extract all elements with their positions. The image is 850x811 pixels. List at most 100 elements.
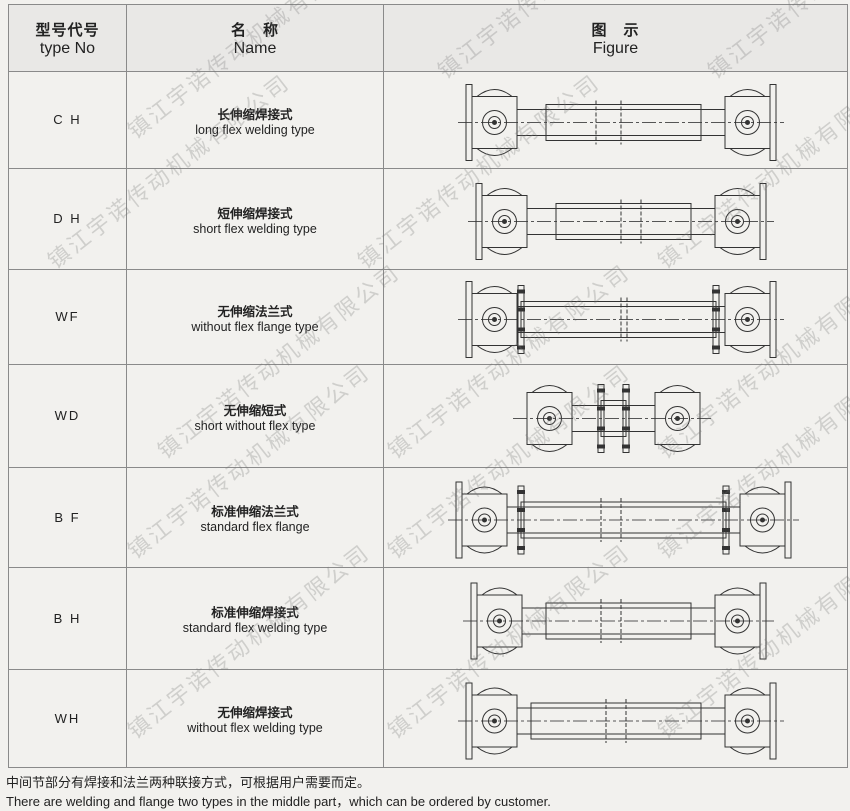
cross-bearing <box>486 608 512 633</box>
bolt <box>711 307 720 311</box>
name-en: without flex welding type <box>187 721 323 735</box>
middle-flange <box>597 383 604 453</box>
cross-bearing <box>536 405 562 431</box>
yoke <box>714 194 760 248</box>
name-cn: 无伸缩短式 <box>223 403 287 418</box>
figure-cell <box>383 567 848 670</box>
figure-cell <box>383 168 848 270</box>
type-code: WH <box>54 710 81 726</box>
name-cn: 标准伸缩焊接式 <box>211 606 299 620</box>
yoke <box>724 95 770 149</box>
bolt <box>621 444 630 448</box>
type-code-cell: B F <box>8 467 127 568</box>
spline-sleeve <box>530 702 701 739</box>
cross-bearing <box>471 507 497 532</box>
name-en: standard flex flange <box>200 520 310 534</box>
name-cn: 标准伸缩法兰式 <box>211 505 299 519</box>
name-cn: 无伸缩焊接式 <box>217 706 293 720</box>
cross-bearing <box>749 507 775 532</box>
shaft-figure <box>457 83 784 161</box>
name-en: standard flex welding type <box>182 621 328 635</box>
name-en: short without flex type <box>194 418 316 433</box>
name-cn: 名 称 <box>230 21 279 39</box>
bolt <box>721 489 730 494</box>
yoke <box>481 194 527 248</box>
name-cn: 无伸缩法兰式 <box>217 304 293 319</box>
cross-bearing <box>481 109 507 135</box>
cross-bearing <box>724 608 750 633</box>
name-en: long flex welding type <box>195 122 315 137</box>
figure-cell <box>383 669 848 768</box>
spline-sleeve <box>545 602 691 639</box>
yoke <box>724 694 770 747</box>
bolt <box>516 527 525 532</box>
cross-bearing <box>734 708 760 733</box>
note-cn: 中间节部分有焊接和法兰两种联接方式，可根据用户需要而定。 <box>6 775 371 790</box>
middle-flange <box>517 485 524 554</box>
name-en: short flex welding type <box>193 221 317 236</box>
type-code-cell: B H <box>8 567 127 670</box>
yoke <box>471 694 517 747</box>
bolt <box>621 426 630 430</box>
bolt <box>621 388 630 392</box>
bolt <box>721 545 730 550</box>
type-code: C H <box>53 112 82 127</box>
type-code: WF <box>55 309 80 324</box>
bolt <box>596 388 605 392</box>
type-code: D H <box>53 211 82 226</box>
figure-cn: 图 示 <box>591 21 640 39</box>
bolt <box>516 489 525 494</box>
bolt <box>516 507 525 512</box>
spline-sleeve <box>545 103 701 141</box>
yoke <box>476 594 522 647</box>
yoke <box>654 391 700 445</box>
figure-cell <box>383 71 848 169</box>
bolt <box>721 507 730 512</box>
cross-bearing <box>734 306 760 332</box>
shaft-figure <box>512 383 714 453</box>
spline-sleeve <box>520 501 726 538</box>
bolt <box>621 406 630 410</box>
type-code-cell: C H <box>8 71 127 169</box>
bolt <box>516 345 525 349</box>
type-code: WD <box>54 408 81 423</box>
bolt <box>516 307 525 311</box>
spline-sleeve <box>555 202 691 240</box>
figure-cell <box>383 364 848 468</box>
shaft-figure <box>462 582 774 659</box>
name-cn: 长伸缩焊接式 <box>217 107 293 122</box>
type-cn: 型号代号 <box>35 21 100 39</box>
spline-sleeve <box>600 399 626 437</box>
middle-flange <box>622 383 629 453</box>
note-en: There are welding and flange two types i… <box>6 794 551 809</box>
bolt <box>516 545 525 550</box>
bolt <box>596 444 605 448</box>
bolt <box>596 406 605 410</box>
bolt <box>721 527 730 532</box>
type-code-cell: WH <box>8 669 127 768</box>
shaft-figure <box>457 280 784 358</box>
type-code: B F <box>54 509 81 525</box>
spline-sleeve <box>520 300 716 338</box>
bolt <box>516 327 525 331</box>
middle-flange <box>712 284 719 354</box>
name-en: Name <box>233 39 277 57</box>
bolt <box>516 289 525 293</box>
type-en: type No <box>39 39 96 57</box>
yoke <box>724 292 770 346</box>
yoke <box>471 95 517 149</box>
